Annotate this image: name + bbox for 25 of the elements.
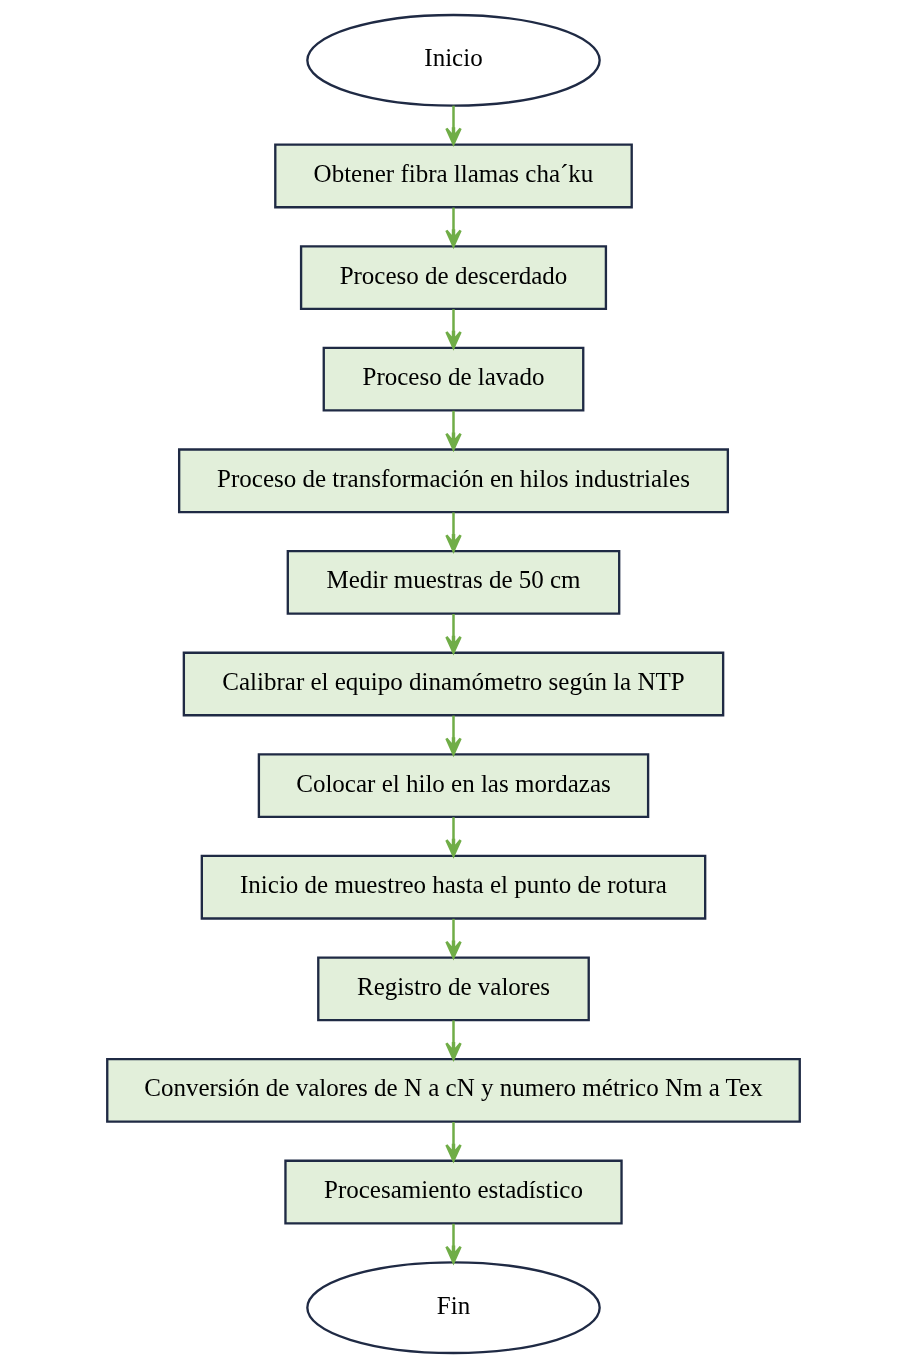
node-box: Proceso de lavado	[322, 346, 585, 412]
node-box: Proceso de descerdado	[299, 245, 608, 310]
arrow	[445, 817, 462, 857]
node-box: Obtener fibra llamas cha´ku	[274, 143, 633, 209]
node-box: Conversión de valores de N a cN y numero métrico Nm a Tex	[106, 1058, 801, 1123]
arrow	[445, 918, 462, 959]
node-box: Proceso de transformación en hilos industriales	[178, 448, 729, 514]
node-box: Medir muestras de 50 cm	[286, 549, 621, 615]
node-ellipse: Fin	[306, 1261, 601, 1355]
arrow	[445, 1122, 462, 1162]
node-box: Registro de valores	[317, 956, 590, 1022]
node-ellipse: Inicio	[306, 13, 601, 107]
arrow	[445, 410, 462, 451]
arrow	[445, 309, 462, 349]
arrow	[445, 614, 462, 654]
node-box: Colocar el hilo en las mordazas	[257, 753, 650, 819]
arrow	[445, 1020, 462, 1061]
arrow	[445, 105, 462, 146]
arrow	[445, 1223, 462, 1264]
node-box: Calibrar el equipo dinamómetro según la NTP	[182, 651, 725, 717]
arrow	[445, 207, 462, 248]
node-box: Procesamiento estadístico	[284, 1159, 623, 1225]
arrow	[445, 715, 462, 756]
arrow	[445, 512, 462, 553]
node-box: Inicio de muestreo hasta el punto de rotura	[200, 854, 707, 920]
